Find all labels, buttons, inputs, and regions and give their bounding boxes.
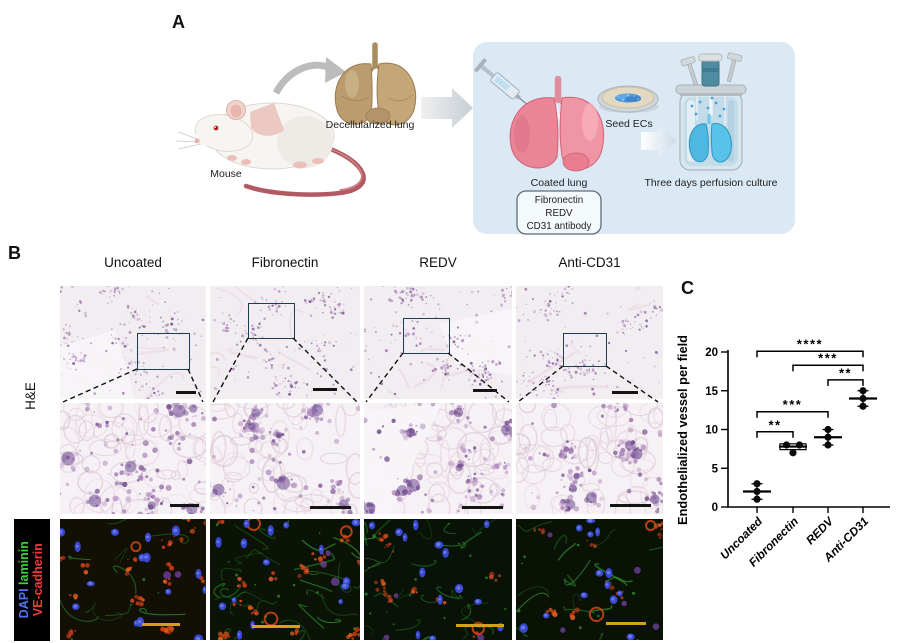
coated-lung-label: Coated lung	[531, 177, 588, 189]
significance-stars: ****	[797, 337, 823, 352]
if-uncoated	[60, 519, 206, 640]
panel-a-label: A	[172, 12, 185, 32]
seed-ecs-label: Seed ECs	[605, 118, 652, 130]
data-point	[824, 441, 832, 449]
data-point	[789, 449, 797, 457]
he-highmag-uncoated	[60, 403, 206, 514]
y-tick-label: 15	[705, 386, 718, 398]
ve-cadherin-label: VE-cadherin	[31, 543, 45, 617]
data-point	[782, 441, 791, 449]
data-point	[753, 487, 761, 496]
y-tick-label: 10	[705, 425, 718, 437]
dapi-label: DAPI	[17, 588, 32, 619]
inset-box	[563, 333, 607, 367]
significance-bracket	[827, 379, 864, 386]
data-point	[824, 433, 832, 441]
panel-b-label: B	[8, 243, 21, 263]
data-point	[824, 425, 832, 434]
right-arrow-icon	[421, 88, 473, 128]
curved-arrow-icon	[272, 57, 346, 95]
white-arrow-icon	[641, 125, 677, 157]
scale-bar	[610, 504, 651, 507]
coating-option-cd31: CD31 antibody	[527, 221, 592, 232]
scale-bar	[313, 388, 337, 391]
scale-bar	[606, 622, 646, 626]
coating-option-fibronectin: Fibronectin	[535, 195, 583, 206]
scale-bar	[170, 504, 199, 507]
column-header-uncoated: Uncoated	[104, 255, 162, 270]
significance-bracket	[756, 431, 794, 438]
decellularized-lung-illustration	[334, 42, 417, 126]
laminin-label: laminin	[17, 541, 32, 586]
y-tick-label: 20	[705, 347, 718, 359]
he-highmag-redv	[364, 403, 512, 514]
mouse-illustration	[175, 100, 366, 197]
he-row-label: H&E	[22, 382, 38, 410]
decellularized-lung-label: Decellularized lung	[326, 119, 415, 131]
scale-bar	[252, 625, 300, 629]
y-tick-label: 5	[712, 463, 719, 475]
scale-bar	[456, 624, 504, 628]
coating-option-redv: REDV	[545, 208, 573, 219]
inset-box	[137, 333, 190, 370]
data-point	[859, 387, 867, 395]
if-fibronectin	[210, 519, 360, 640]
scale-bar	[462, 506, 503, 509]
syringe-icon	[474, 58, 531, 108]
petri-dish-icon	[597, 85, 659, 113]
data-point	[753, 480, 761, 488]
mouse-eye	[213, 125, 219, 131]
mouse-label: Mouse	[210, 168, 242, 180]
culture-label: Three days perfusion culture	[644, 177, 777, 189]
panel-c-label: C	[681, 278, 694, 298]
significance-stars: **	[768, 417, 781, 432]
column-header-redv: REDV	[419, 255, 457, 270]
inset-box	[403, 318, 450, 354]
data-point	[859, 402, 867, 410]
significance-stars: ***	[818, 351, 838, 366]
significance-bracket	[792, 364, 864, 372]
y-tick-label: 0	[712, 502, 718, 514]
data-point	[859, 394, 867, 403]
he-highmag-anti-cd31	[516, 403, 663, 514]
data-point	[753, 495, 761, 503]
y-axis-title: Endothelialized vessel per field	[675, 335, 690, 525]
coated-lung-illustration	[509, 75, 605, 172]
scale-bar	[310, 506, 351, 509]
if-anti-cd31	[516, 519, 663, 640]
significance-bracket	[756, 350, 864, 358]
significance-stars: ***	[783, 397, 803, 412]
significance-bracket	[756, 410, 829, 418]
protocol-box: Fibronectin REDV CD31 antibody	[516, 190, 602, 235]
if-redv	[364, 519, 512, 640]
scale-bar	[176, 391, 196, 394]
bioreactor-icon	[675, 52, 747, 171]
he-highmag-fibronectin	[210, 403, 360, 514]
scale-bar	[142, 623, 180, 627]
if-row-label: DAPI laminin VE-cadherin	[14, 519, 50, 641]
scale-bar	[612, 391, 638, 394]
column-header-fibronectin: Fibronectin	[251, 255, 319, 270]
if-label-line2: VE-cadherin	[31, 541, 46, 618]
column-header-anti-cd31: Anti-CD31	[558, 255, 621, 270]
panel-a-illustration: Mouse Decellularized lung	[175, 42, 795, 235]
inset-box	[248, 303, 295, 339]
data-point	[795, 441, 804, 449]
significance-stars: **	[839, 365, 852, 380]
scale-bar	[473, 389, 497, 392]
